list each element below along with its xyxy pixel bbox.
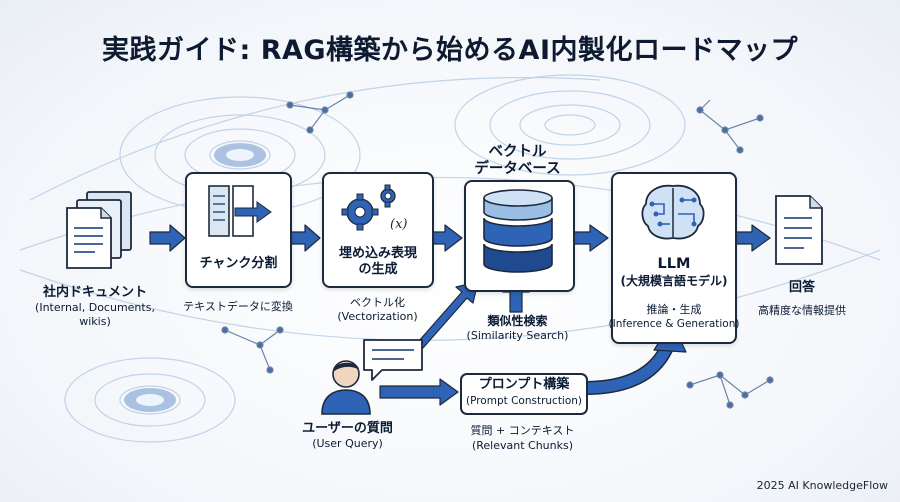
- chat-bubble-icon: [363, 339, 423, 381]
- chunk-label: チャンク分割: [199, 256, 278, 271]
- documents-icon: [66, 191, 132, 269]
- embedding-caption2: (Vectorization): [337, 310, 418, 323]
- split-document-icon: [208, 185, 272, 237]
- vector-db-label1: ベクトル: [488, 144, 547, 160]
- prompt-label1: プロンプト構築: [478, 377, 570, 392]
- gears-icon: (x): [341, 184, 407, 232]
- user-query-label1: ユーザーの質問: [302, 421, 393, 436]
- embedding-label1: 埋め込み表現: [338, 246, 417, 261]
- database-icon: [483, 189, 553, 273]
- embedding-label2: の生成: [358, 262, 398, 277]
- user-query-label2: (User Query): [312, 437, 383, 450]
- llm-caption1: 推論・生成: [646, 303, 702, 316]
- llm-label2: (大規模言語モデル): [620, 274, 728, 288]
- footer-credit: 2025 AI KnowledgeFlow: [756, 479, 888, 492]
- answer-label: 回答: [788, 280, 815, 295]
- answer-caption: 高精度な情報提供: [758, 304, 846, 317]
- docs-sub2: wikis): [79, 315, 111, 328]
- page-title: 実践ガイド: RAG構築から始めるAI内製化ロードマップ: [102, 35, 798, 66]
- svg-text:(x): (x): [390, 217, 407, 232]
- embedding-caption1: ベクトル化: [350, 296, 405, 309]
- user-avatar-icon: [321, 360, 371, 415]
- prompt-caption1: 質問 + コンテキスト: [470, 424, 575, 437]
- prompt-caption2: (Relevant Chunks): [471, 439, 574, 452]
- vector-db-caption2: (Similarity Search): [466, 329, 569, 342]
- embedding-box: [322, 172, 434, 288]
- prompt-label2: (Prompt Construction): [465, 395, 583, 407]
- chunk-caption: テキストデータに変換: [183, 300, 293, 313]
- answer-document-icon: [775, 195, 823, 265]
- docs-label: 社内ドキュメント: [42, 285, 147, 300]
- vector-db-caption1: 類似性検索: [487, 314, 548, 328]
- llm-caption2: (Inference & Generation): [608, 318, 740, 330]
- docs-sub1: (Internal, Documents,: [35, 301, 155, 314]
- prompt-box: [460, 373, 588, 415]
- brain-icon: [641, 184, 705, 240]
- vector-db-label2: データベース: [474, 161, 561, 177]
- llm-label1: LLM: [657, 256, 691, 272]
